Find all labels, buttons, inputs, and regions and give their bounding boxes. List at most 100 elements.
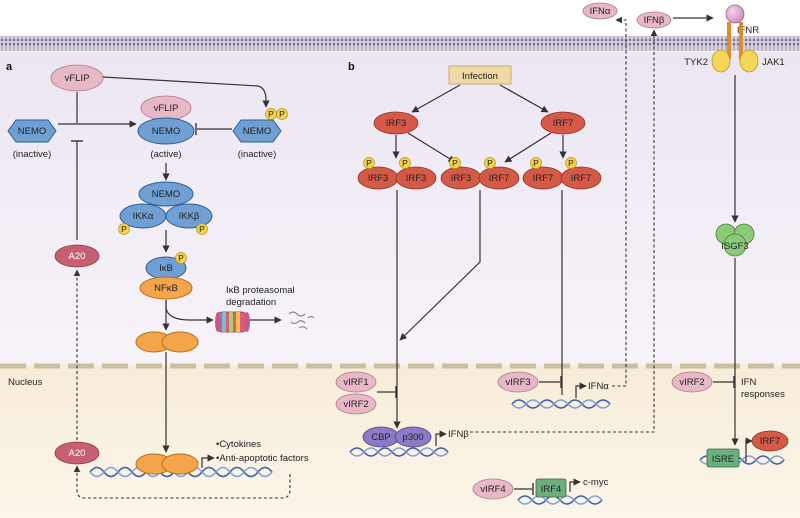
irf3-node [373, 111, 419, 135]
virf1-label: vIRF1 [343, 377, 368, 388]
inactive-right-caption: (inactive) [238, 149, 277, 160]
virf2-left-node [335, 393, 377, 415]
degradation-label-line1: IκB proteasomal [226, 285, 295, 296]
dna-helix [517, 495, 603, 505]
dimer-label: IRF7 [533, 173, 554, 184]
transcription-arrow [435, 430, 447, 446]
phospho-marker [484, 157, 496, 169]
nfkb-dimer-subunit [161, 331, 199, 353]
phospho-marker [118, 223, 130, 235]
nemo-inactive-right-label: NEMO [243, 126, 272, 137]
phospho-marker [399, 157, 411, 169]
p300-label: p300 [402, 432, 423, 443]
ifnb-gene-label: IFNβ [448, 429, 469, 440]
irf7-label: IRF7 [553, 118, 574, 129]
irf7-gene-node [751, 430, 789, 452]
irf3-label: IRF3 [386, 118, 407, 129]
panel-b-label: b [348, 61, 355, 73]
active-caption: (active) [150, 149, 181, 160]
irf7-dimer-subunit [560, 166, 602, 190]
isre-label: ISRE [712, 454, 734, 465]
phospho-label: P [199, 224, 205, 234]
jak1-node [739, 49, 759, 73]
phospho-label: P [268, 109, 274, 119]
a20-cytoplasm-label: A20 [69, 251, 86, 262]
virf3-label: vIRF3 [505, 377, 530, 388]
a20-expression-arrow [73, 465, 291, 499]
nemo-inactive-right-node [232, 119, 282, 143]
arrow [407, 132, 456, 163]
a20-cytoplasm-node [54, 244, 100, 268]
phospho-label: P [178, 253, 184, 263]
ifna-secreted-node [582, 2, 618, 20]
inactive-left-caption: (inactive) [13, 149, 52, 160]
nfkb-dimer-subunit [161, 453, 199, 475]
arrow [499, 84, 549, 113]
isgf3-node [715, 223, 755, 257]
virf1-node [335, 371, 377, 393]
dimer-label: IRF7 [489, 173, 510, 184]
phospho-label: P [121, 224, 127, 234]
target-cytokines: •Cytokines [216, 439, 261, 450]
virf4-node [472, 478, 514, 500]
isre-node [706, 448, 740, 468]
ifnr-label: IFNR [737, 25, 759, 36]
a20-nucleus-label: A20 [69, 448, 86, 459]
arrow [504, 132, 552, 163]
phospho-marker [175, 252, 187, 264]
p300-node [394, 426, 432, 448]
plasma-membrane [0, 36, 800, 51]
phospho-marker [363, 157, 375, 169]
transcription-arrow [201, 454, 215, 468]
dimer-label: IRF3 [368, 173, 389, 184]
a20-nucleus-node [54, 441, 100, 465]
ifn-responses-line2: responses [741, 389, 785, 400]
irf7-gene-label: IRF7 [760, 436, 781, 447]
cytoplasm-region [0, 52, 800, 365]
nfkb-label: NFκB [154, 283, 178, 294]
nemo-active-label: NEMO [152, 126, 181, 137]
irf7-node [540, 111, 586, 135]
vflip-node [50, 64, 104, 92]
ifnb-secreted-label: IFNβ [644, 15, 665, 26]
irf3-irf7-arrow [399, 190, 481, 341]
vflip-label: vFLIP [65, 73, 90, 84]
phospho-marker [530, 157, 542, 169]
ifn-responses-line1: IFN [741, 377, 756, 388]
ikka-label: IKKα [133, 211, 154, 222]
phospho-label: P [279, 109, 285, 119]
isgf3-label: ISGF3 [721, 241, 748, 252]
jak1-label: JAK1 [762, 57, 785, 68]
vflip-bound-label: vFLIP [154, 103, 179, 114]
peptide-fragments-icon [288, 311, 315, 330]
cmyc-label: c-myc [583, 477, 609, 488]
phospho-marker [565, 157, 577, 169]
panel-a-label: a [6, 61, 13, 73]
complex-nemo-label: NEMO [152, 189, 181, 200]
proteasome-icon [215, 311, 250, 333]
virf2-right-label: vIRF2 [679, 377, 704, 388]
ifna-secretion-arrow [612, 16, 627, 387]
transcription-arrow [575, 382, 587, 398]
arrow [411, 84, 461, 113]
transcription-arrow [745, 437, 753, 462]
panel-a: vFLIP NEMO (inactive) vFLIP NEMO (active… [7, 64, 315, 499]
target-anti-apoptotic: •Anti-apoptotic factors [216, 453, 309, 464]
virf2-right-node [671, 371, 713, 393]
phosphorylation-arrow [102, 76, 270, 108]
phospho-label: P [402, 158, 408, 168]
virf4-label: vIRF4 [480, 484, 505, 495]
nfkb-node [139, 276, 193, 300]
infection-node [448, 65, 512, 85]
ifnr-receptor-chains [727, 22, 743, 60]
ifnb-secretion-arrow [470, 29, 658, 433]
infection-label: Infection [462, 71, 498, 82]
ifn-ligand-ball [725, 4, 745, 24]
irf3-dimer-subunit [395, 166, 437, 190]
complex-nemo-node [138, 181, 194, 207]
nemo-active-node [137, 117, 195, 145]
irf3-irf7-subunit [478, 166, 520, 190]
dna-helix [511, 399, 611, 409]
dna-helix [349, 447, 449, 457]
